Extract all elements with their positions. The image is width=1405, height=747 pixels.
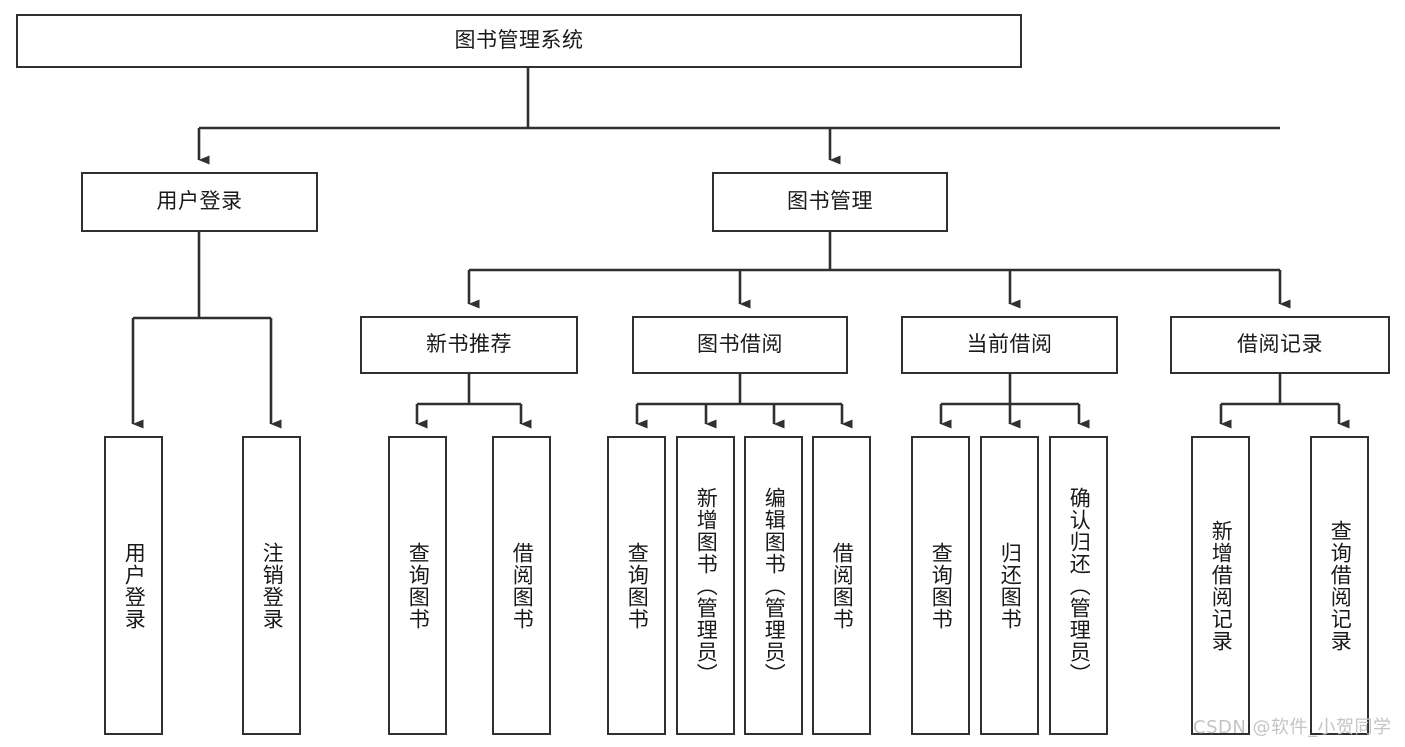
node-borrow-record-label: 借阅记录 bbox=[1237, 332, 1323, 357]
node-root-label: 图书管理系统 bbox=[454, 28, 584, 53]
csdn-watermark: CSDN @软件_小贺同学 bbox=[1193, 717, 1392, 738]
leaf-edit-book-admin[interactable]: 编辑图书（管理员） bbox=[744, 436, 803, 735]
edges-current-borrow-to-leaves bbox=[939, 374, 1090, 429]
leaf-recommend-query-book[interactable]: 查询图书 bbox=[388, 436, 447, 735]
node-user-login[interactable]: 用户登录 bbox=[81, 172, 318, 232]
leaf-recommend-borrow-book[interactable]: 借阅图书 bbox=[492, 436, 551, 735]
edges-root-to-level2 bbox=[197, 68, 1280, 165]
leaf-user-login[interactable]: 用户登录 bbox=[104, 436, 163, 735]
node-current-borrow[interactable]: 当前借阅 bbox=[901, 316, 1118, 374]
node-current-borrow-label: 当前借阅 bbox=[966, 332, 1053, 357]
leaf-edit-book-admin-label: 编辑图书（管理员） bbox=[762, 486, 787, 685]
node-new-book-recommend-label: 新书推荐 bbox=[426, 332, 512, 357]
leaf-current-query-book-label: 查询图书 bbox=[929, 541, 954, 630]
node-book-borrow[interactable]: 图书借阅 bbox=[632, 316, 848, 374]
leaf-add-borrow-record-label: 新增借阅记录 bbox=[1209, 519, 1234, 652]
leaf-add-borrow-record[interactable]: 新增借阅记录 bbox=[1191, 436, 1250, 735]
leaf-return-book[interactable]: 归还图书 bbox=[980, 436, 1039, 735]
leaf-borrow-book[interactable]: 借阅图书 bbox=[812, 436, 871, 735]
leaf-return-book-label: 归还图书 bbox=[998, 541, 1023, 630]
leaf-confirm-return-admin[interactable]: 确认归还（管理员） bbox=[1049, 436, 1108, 735]
leaf-confirm-return-admin-label: 确认归还（管理员） bbox=[1067, 486, 1092, 685]
leaf-current-query-book[interactable]: 查询图书 bbox=[911, 436, 970, 735]
edges-borrow-record-to-leaves bbox=[1219, 374, 1350, 429]
node-user-login-label: 用户登录 bbox=[156, 189, 243, 214]
node-borrow-record[interactable]: 借阅记录 bbox=[1170, 316, 1390, 374]
leaf-borrow-book-label: 借阅图书 bbox=[830, 541, 855, 630]
node-root-book-management-system[interactable]: 图书管理系统 bbox=[16, 14, 1022, 68]
edges-book-borrow-to-leaves bbox=[635, 374, 853, 429]
node-book-borrow-label: 图书借阅 bbox=[697, 332, 783, 357]
leaf-add-book-admin[interactable]: 新增图书（管理员） bbox=[676, 436, 735, 735]
edges-book-manage-to-level3 bbox=[467, 232, 1291, 309]
leaf-user-login-label: 用户登录 bbox=[122, 541, 147, 630]
edges-user-login-to-leaves bbox=[131, 232, 282, 429]
leaf-add-book-admin-label: 新增图书（管理员） bbox=[694, 486, 719, 685]
leaf-recommend-borrow-book-label: 借阅图书 bbox=[510, 541, 535, 630]
leaf-logout[interactable]: 注销登录 bbox=[242, 436, 301, 735]
node-new-book-recommend[interactable]: 新书推荐 bbox=[360, 316, 578, 374]
node-book-management-label: 图书管理 bbox=[787, 189, 873, 214]
leaf-query-borrow-record[interactable]: 查询借阅记录 bbox=[1310, 436, 1369, 735]
leaf-borrow-query-book[interactable]: 查询图书 bbox=[607, 436, 666, 735]
node-book-management[interactable]: 图书管理 bbox=[712, 172, 948, 232]
leaf-recommend-query-book-label: 查询图书 bbox=[406, 541, 431, 630]
edges-new-book-to-leaves bbox=[415, 374, 532, 429]
leaf-logout-label: 注销登录 bbox=[260, 541, 285, 630]
leaf-query-borrow-record-label: 查询借阅记录 bbox=[1328, 519, 1353, 652]
leaf-borrow-query-book-label: 查询图书 bbox=[625, 541, 650, 630]
